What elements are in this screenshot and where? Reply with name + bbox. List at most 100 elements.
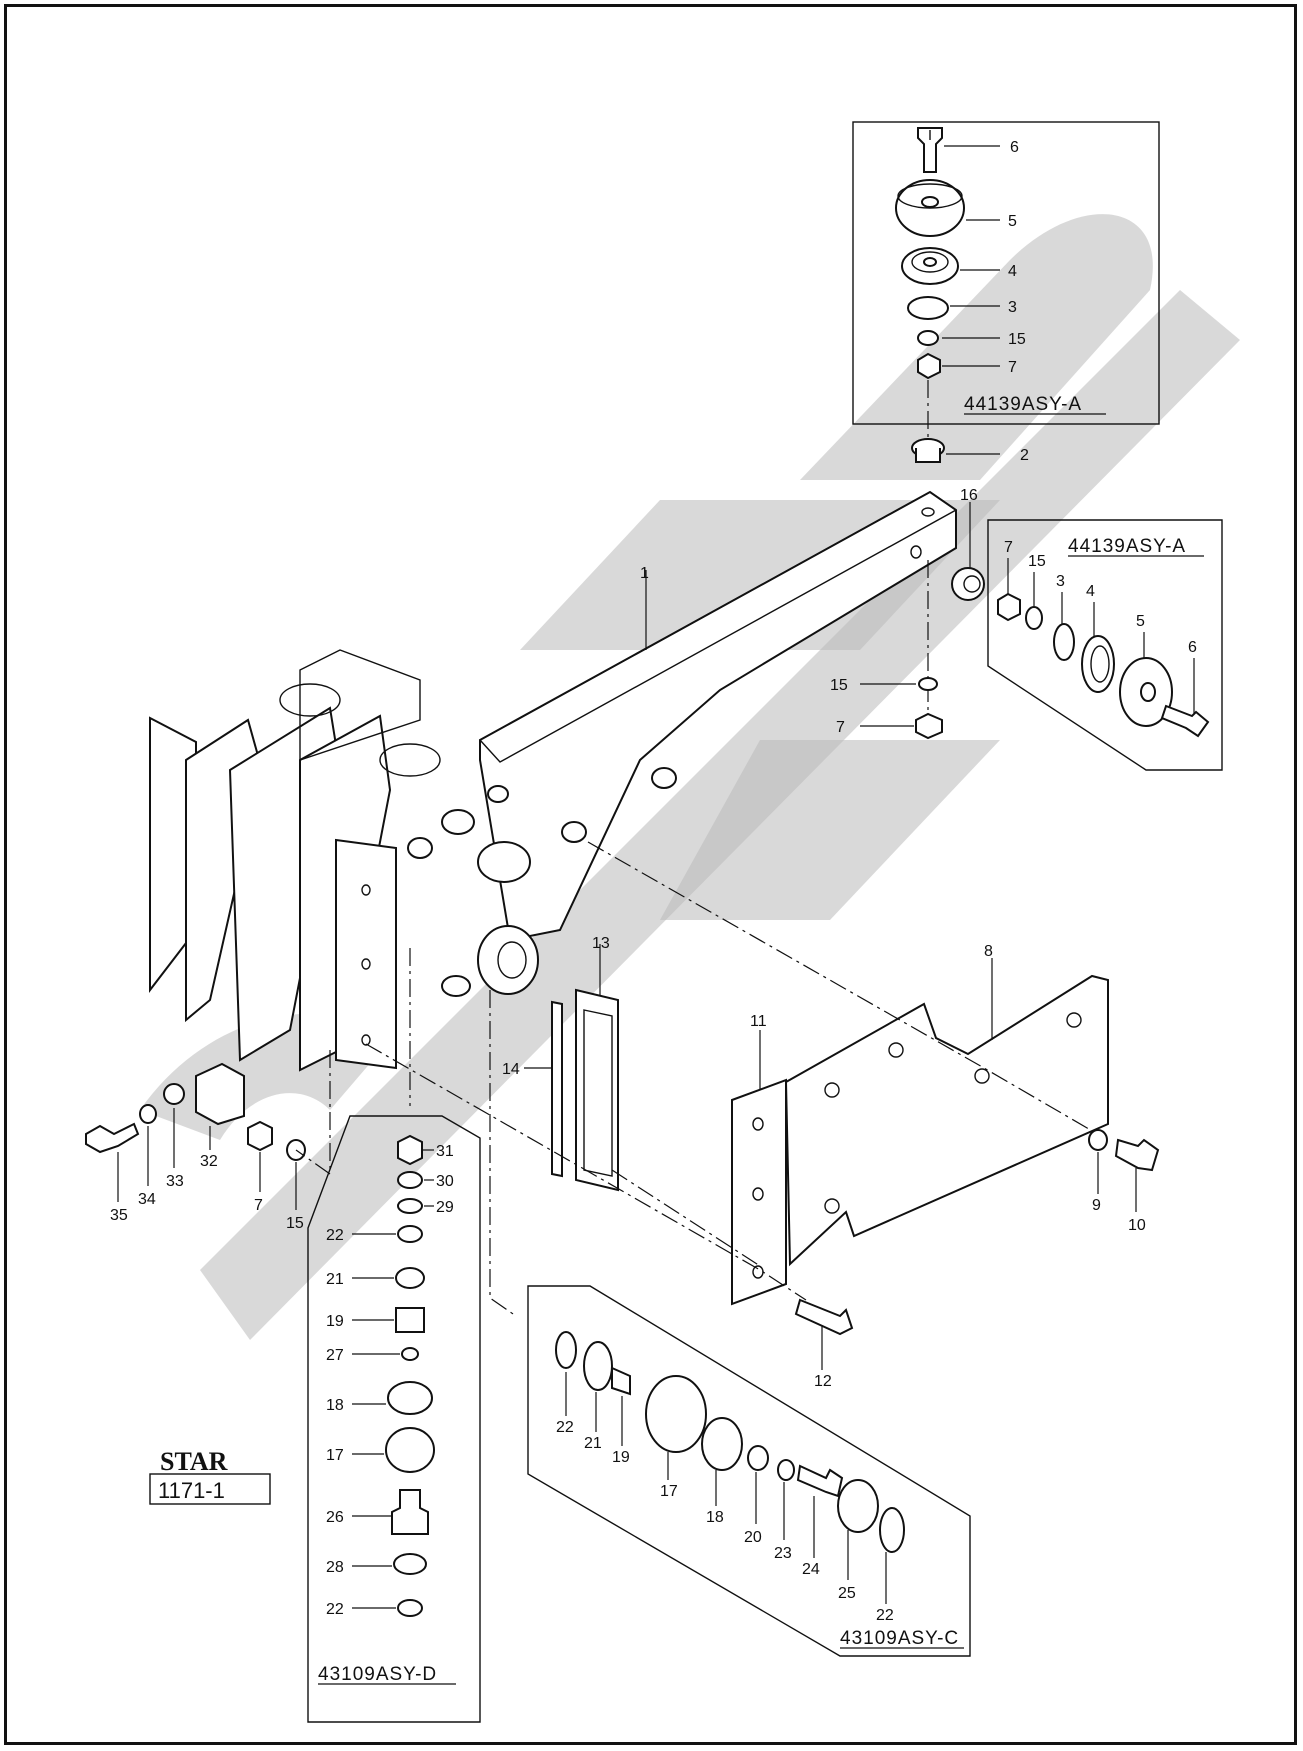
- label-6-right: 6: [1188, 639, 1197, 656]
- bracket-plate: [335, 838, 397, 1070]
- label-18-d: 18: [326, 1397, 344, 1414]
- arm-part-1: 1 15 7 16: [478, 487, 985, 942]
- snap-ring-part-22-b: [397, 1599, 423, 1617]
- catalog-badge: STAR 1171-1: [149, 1447, 271, 1505]
- label-14: 14: [502, 1061, 520, 1078]
- label-22-d-bottom: 22: [326, 1601, 344, 1618]
- nut-part-31: [397, 1134, 423, 1166]
- collar-part-19-c: [611, 1366, 631, 1396]
- label-17-c: 17: [660, 1483, 678, 1500]
- label-21-c: 21: [584, 1435, 602, 1452]
- screw-part-6-right: [1160, 704, 1210, 738]
- washer-part-34: [139, 1104, 157, 1124]
- label-12: 12: [814, 1373, 832, 1390]
- washer-part-28: [393, 1553, 427, 1575]
- strip-part-14: 14: [502, 1000, 563, 1178]
- label-13: 13: [592, 935, 610, 952]
- assembly-box-bottom-left: 43109ASY-D 31 30 29 22 21 19 27 18 17 26: [307, 1115, 481, 1723]
- bushing-part-16: [951, 567, 985, 601]
- label-34: 34: [138, 1191, 156, 1208]
- assembly-center-lines: [295, 841, 1095, 1317]
- washer-part-15-arm: [918, 677, 938, 691]
- label-29: 29: [436, 1199, 454, 1216]
- label-30: 30: [436, 1173, 454, 1190]
- bolt-part-10: [1114, 1138, 1160, 1172]
- label-11: 11: [750, 1013, 767, 1030]
- assembly-box-right: 44139ASY-A 7 15 3 4 5 6: [987, 519, 1223, 771]
- bushing-part-21-c: [583, 1341, 613, 1391]
- snap-ring-part-22-c: [555, 1331, 577, 1369]
- label-22-c-right: 22: [876, 1607, 894, 1624]
- collar-part-19: [395, 1307, 425, 1333]
- washer-part-29: [397, 1198, 423, 1214]
- washer-part-9: [1088, 1129, 1108, 1151]
- assembly-label-top: 44139ASY-A: [964, 394, 1082, 415]
- watermark-logo: [140, 214, 1240, 1340]
- label-3-top: 3: [1008, 299, 1017, 316]
- nut-part-7-right: [997, 592, 1021, 622]
- label-15-top: 15: [1008, 331, 1026, 348]
- bearing-part-4-right: [1081, 635, 1115, 693]
- guide-part-13: 13: [575, 935, 619, 1192]
- plate-part-32: [195, 1062, 245, 1126]
- nut-part-7-top: [917, 352, 941, 380]
- label-27: 27: [326, 1347, 344, 1364]
- label-10: 10: [1128, 1217, 1146, 1234]
- roller-part-5-right: [1119, 657, 1173, 727]
- bolt-part-12: 12: [794, 1298, 854, 1390]
- assembly-label-right: 44139ASY-A: [1068, 536, 1186, 557]
- lock-washer-part-23: [777, 1459, 795, 1481]
- label-33: 33: [166, 1173, 184, 1190]
- label-5-right: 5: [1136, 613, 1145, 630]
- assembly-label-bottom-right: 43109ASY-C: [840, 1628, 959, 1649]
- left-fasteners: 32 33 34 35 7 15: [85, 1062, 306, 1232]
- label-35: 35: [110, 1207, 128, 1224]
- label-15-right: 15: [1028, 553, 1046, 570]
- label-7-right: 7: [1004, 539, 1013, 556]
- pin-part-27: [401, 1347, 419, 1361]
- label-2: 2: [1020, 447, 1029, 464]
- washer-part-15-right: [1025, 606, 1043, 630]
- watermark-2-top: [800, 214, 1153, 480]
- bearing-part-18-left: [387, 1381, 433, 1415]
- bearing-part-18-c: [701, 1417, 743, 1471]
- label-15-left: 15: [286, 1215, 304, 1232]
- label-26: 26: [326, 1509, 344, 1526]
- bushing-part-21: [395, 1267, 425, 1289]
- roller-part-5: [895, 179, 965, 237]
- frame-rollers: [407, 767, 677, 997]
- snap-ring-part-3-right: [1053, 623, 1075, 661]
- label-9: 9: [1092, 1197, 1101, 1214]
- snap-ring-part-3: [907, 296, 949, 320]
- bearing-part-4: [901, 247, 959, 285]
- label-17-d: 17: [326, 1447, 344, 1464]
- brand-label: STAR: [160, 1447, 228, 1476]
- label-22-c-left: 22: [556, 1419, 574, 1436]
- label-22-d-top: 22: [326, 1227, 344, 1244]
- label-4-right: 4: [1086, 583, 1095, 600]
- guide-frame-block: [149, 649, 441, 1072]
- label-31: 31: [436, 1143, 454, 1160]
- label-32: 32: [200, 1153, 218, 1170]
- label-8: 8: [984, 943, 993, 960]
- bolt-part-35: [85, 1122, 140, 1154]
- washer-part-30: [397, 1171, 423, 1189]
- cap-part-25: [837, 1479, 879, 1533]
- stud-part-2: 2: [911, 380, 1029, 464]
- catalog-code: 1171-1: [158, 1478, 225, 1503]
- label-6-top: 6: [1010, 139, 1019, 156]
- nut-part-7-left: [247, 1120, 273, 1152]
- screw-part-24: [796, 1464, 844, 1498]
- label-19-c: 19: [612, 1449, 630, 1466]
- plate-part-8: 8: [784, 943, 1109, 1267]
- label-25: 25: [838, 1585, 856, 1602]
- assembly-label-bottom-left: 43109ASY-D: [318, 1664, 437, 1685]
- right-fasteners: 9 10: [1088, 1129, 1160, 1234]
- label-23: 23: [774, 1545, 792, 1562]
- label-16: 16: [960, 487, 978, 504]
- screw-part-6: [917, 127, 943, 173]
- watermark-t-stem: [660, 740, 1000, 920]
- snap-ring-part-22-a: [397, 1225, 423, 1243]
- label-7-top: 7: [1008, 359, 1017, 376]
